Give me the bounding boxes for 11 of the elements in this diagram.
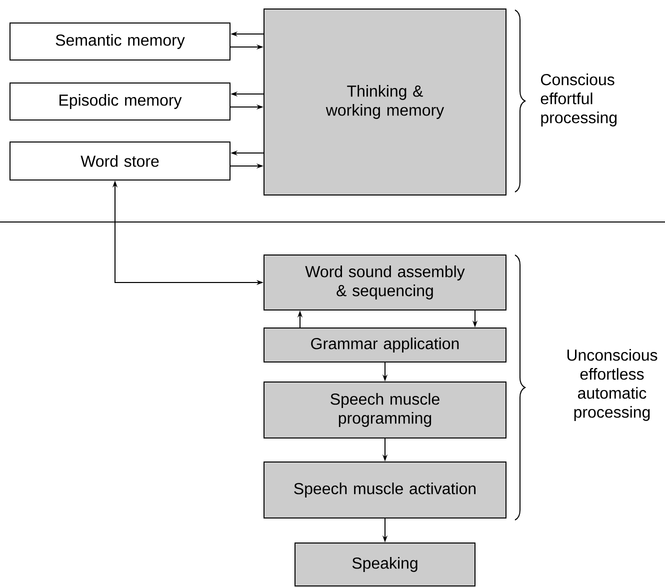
process-box: Word sound assembly & sequencing	[264, 254, 506, 310]
process-box: Speech muscle activation	[264, 462, 506, 518]
memory-box: Episodic memory	[10, 82, 230, 120]
process-box: Thinking & working memory	[264, 8, 506, 196]
process-box: Speaking	[294, 542, 476, 586]
process-box: Grammar application	[264, 328, 506, 362]
bracket-label: Unconscious effortless automatic processing	[567, 349, 658, 421]
memory-box: Semantic memory	[10, 22, 230, 60]
process-box: Speech muscle programming	[264, 382, 506, 438]
memory-box: Word store	[10, 142, 230, 180]
bracket-label: Conscious effortful processing	[540, 74, 617, 126]
